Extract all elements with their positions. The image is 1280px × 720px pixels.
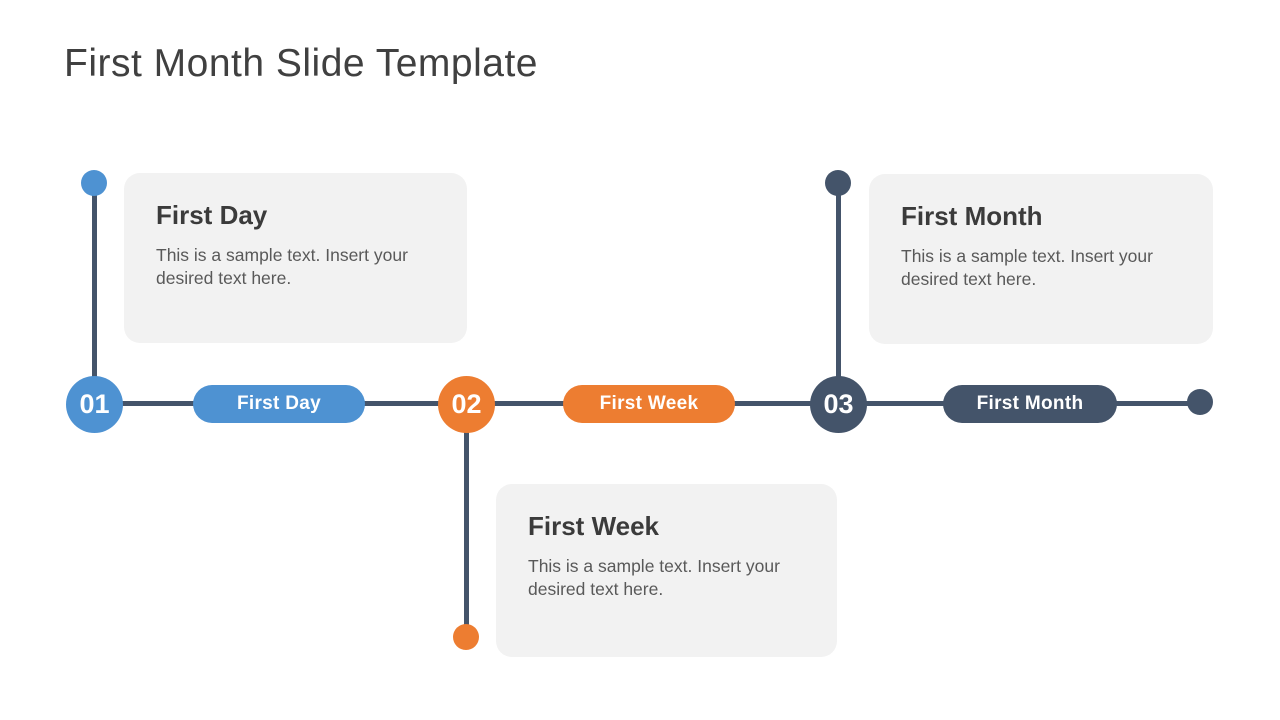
- milestone-pill-first-month: First Month: [943, 385, 1117, 423]
- milestone-number-3: 03: [823, 389, 854, 419]
- endpoint-dot-first-day: [81, 170, 107, 196]
- milestone-number-circle-3: 03: [810, 376, 867, 433]
- milestone-card-first-day: First Day This is a sample text. Insert …: [124, 173, 467, 343]
- milestone-number-circle-1: 01: [66, 376, 123, 433]
- milestone-card-first-week: First Week This is a sample text. Insert…: [496, 484, 837, 657]
- card-title-first-week: First Week: [528, 511, 660, 541]
- connector-line-first-month: [836, 183, 841, 404]
- card-body-first-week: This is a sample text. Insert your desir…: [528, 556, 780, 600]
- milestone-number-circle-2: 02: [438, 376, 495, 433]
- endpoint-dot-first-month: [825, 170, 851, 196]
- milestone-pill-first-week: First Week: [563, 385, 735, 423]
- milestone-pill-label-2: First Week: [599, 393, 699, 414]
- milestone-card-first-month: First Month This is a sample text. Inser…: [869, 174, 1213, 344]
- milestone-number-2: 02: [451, 389, 482, 419]
- slide-title: First Month Slide Template: [64, 42, 538, 85]
- endpoint-dot-first-week: [453, 624, 479, 650]
- timeline-end-dot: [1187, 389, 1213, 415]
- card-title-first-day: First Day: [156, 200, 268, 230]
- card-body-first-month: This is a sample text. Insert your desir…: [901, 246, 1153, 290]
- milestone-number-1: 01: [79, 389, 110, 419]
- card-body-first-day: This is a sample text. Insert your desir…: [156, 245, 408, 289]
- connector-line-first-day: [92, 183, 97, 404]
- milestone-pill-label-1: First Day: [236, 393, 321, 414]
- card-title-first-month: First Month: [901, 201, 1043, 231]
- milestone-pill-label-3: First Month: [976, 393, 1084, 414]
- milestone-pill-first-day: First Day: [193, 385, 365, 423]
- connector-line-first-week: [464, 404, 469, 637]
